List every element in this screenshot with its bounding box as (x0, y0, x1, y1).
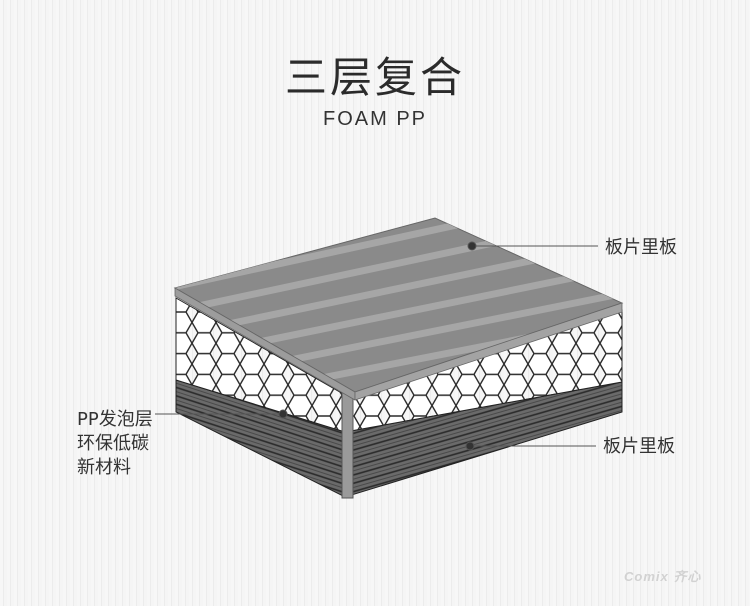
middle-layer-label-line3: 新材料 (77, 457, 131, 478)
page-title: 三层复合 (284, 53, 465, 102)
callout-lines (155, 241, 598, 451)
middle-layer-label: PP发泡层 环保低碳 新材料 (77, 408, 153, 480)
corner-edge (341, 391, 354, 499)
middle-layer-label-line1: PP发泡层 (77, 409, 153, 430)
top-layer-label: 板片里板 (605, 237, 677, 258)
brand-watermark: Comix 齐心 (624, 569, 702, 584)
bottom-layer-label: 板片里板 (603, 436, 675, 457)
middle-layer-label-line2: 环保低碳 (77, 433, 149, 454)
page-subtitle: FOAM PP (322, 108, 427, 130)
